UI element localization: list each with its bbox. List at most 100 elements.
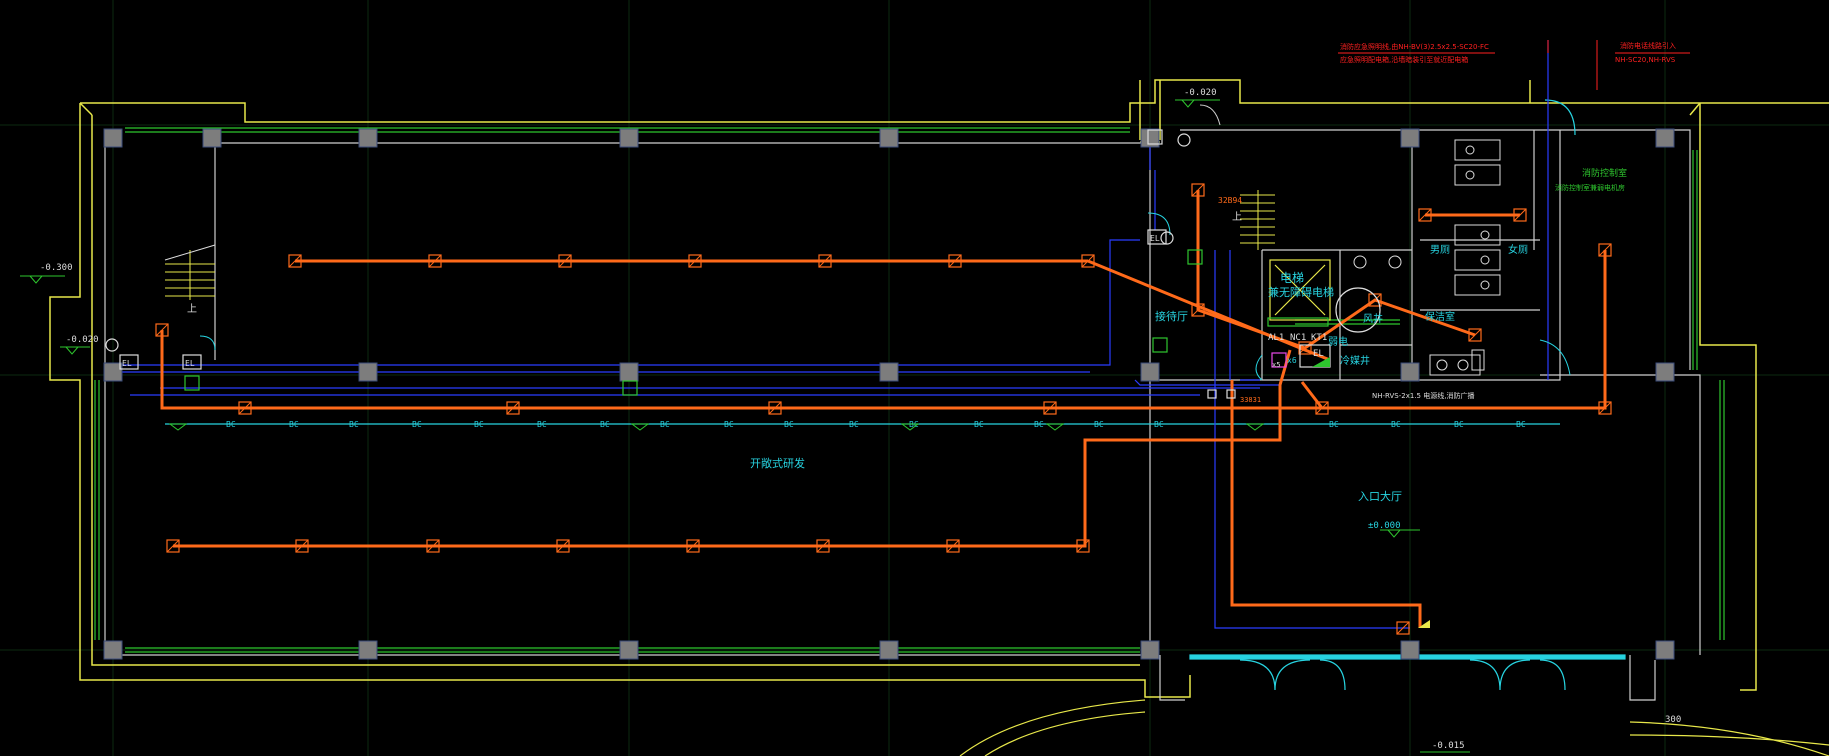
wind-well-label: 风井 xyxy=(1363,312,1383,325)
sensor-marker xyxy=(900,423,920,431)
orange-note-1: 32B94 xyxy=(1218,196,1242,205)
bc-fixture-label: BC xyxy=(784,420,794,429)
emergency-light-fixture xyxy=(1368,293,1382,307)
emergency-light-fixture xyxy=(1298,341,1312,355)
fire-control-label-1: 消防控制室 xyxy=(1582,167,1627,179)
emergency-light-fixture xyxy=(1513,208,1527,222)
emergency-light-fixture xyxy=(1191,303,1205,317)
structural-column xyxy=(103,640,123,660)
red-note-1: 消防应急照明线,由NH-BV(3)2.5x2.5-SC20-FC xyxy=(1340,42,1489,51)
structural-column xyxy=(1140,128,1160,148)
structural-column xyxy=(358,128,378,148)
emergency-light-fixture xyxy=(558,254,572,268)
emergency-light-fixture xyxy=(155,323,169,337)
panel-al1-label: AL1 xyxy=(1268,333,1284,343)
elevation-m020-top: -0.020 xyxy=(1184,88,1217,98)
bc-fixture-label: BC xyxy=(412,420,422,429)
reception-label: 接待厅 xyxy=(1155,309,1188,323)
bc-fixture-label: BC xyxy=(349,420,359,429)
ec-tag-right: EL xyxy=(1150,234,1160,243)
bc-fixture-label: BC xyxy=(537,420,547,429)
panel-nc1-label: NC1 xyxy=(1290,333,1306,343)
sensor-marker xyxy=(1245,423,1265,431)
sensor-marker xyxy=(630,423,650,431)
emergency-light-fixture xyxy=(686,539,700,553)
ec-tag-left-2: EL xyxy=(185,359,195,368)
red-note-2: 应急照明配电箱,沿墙暗装引至就近配电箱 xyxy=(1340,55,1468,64)
elevation-m020-left: -0.020 xyxy=(66,335,99,345)
elevation-000: ±0.000 xyxy=(1368,521,1401,531)
emergency-light-group xyxy=(155,183,1612,635)
x5-tag: x5 xyxy=(1272,361,1280,369)
elevation-m015: -0.015 xyxy=(1432,741,1465,751)
x6-tag: x6 xyxy=(1287,356,1297,365)
note-underlines xyxy=(1338,40,1690,90)
bc-fixture-label: BC xyxy=(724,420,734,429)
emergency-light-fixture xyxy=(948,254,962,268)
emergency-circuits xyxy=(160,190,1607,628)
emergency-light-fixture xyxy=(238,401,252,415)
stair-up-label-right: 上 xyxy=(1232,211,1242,223)
structural-column xyxy=(879,640,899,660)
orange-note-2: 33831 xyxy=(1240,396,1261,404)
structural-column xyxy=(619,640,639,660)
stair-up-label-left: 上 xyxy=(187,303,197,315)
bc-fixture-label: BC xyxy=(1094,420,1104,429)
emergency-light-fixture xyxy=(946,539,960,553)
emergency-light-fixture xyxy=(1076,539,1090,553)
emergency-light-fixture xyxy=(1043,401,1057,415)
fire-control-label-2: 消防控制室兼弱电机房 xyxy=(1555,183,1625,192)
structural-column xyxy=(103,362,123,382)
structural-column xyxy=(202,128,222,148)
elevation-markers xyxy=(20,99,1470,753)
emergency-light-fixture xyxy=(1081,254,1095,268)
toilet-stalls xyxy=(1353,139,1501,376)
window-lines xyxy=(94,127,1725,653)
womens-wc-label: 女厕 xyxy=(1508,243,1528,256)
panel-el-label: EL xyxy=(1313,349,1324,359)
structural-column xyxy=(1400,128,1420,148)
structural-column xyxy=(1655,128,1675,148)
structural-column xyxy=(103,128,123,148)
sensor-marker xyxy=(1045,423,1065,431)
cold-well-label: 冷媒井 xyxy=(1340,354,1370,367)
elevator-label-1: 电梯 xyxy=(1280,271,1304,285)
bc-fixture-label: BC xyxy=(1154,420,1164,429)
structural-column xyxy=(358,362,378,382)
emergency-light-fixture xyxy=(768,401,782,415)
emergency-light-fixture xyxy=(1598,401,1612,415)
canopy-arcs xyxy=(959,699,1829,756)
dimension-300: 300 xyxy=(1665,715,1681,725)
stair-left xyxy=(164,244,216,300)
structural-column xyxy=(1655,362,1675,382)
stair-right xyxy=(1240,190,1275,250)
red-note-4: NH-SC20,NH-RVS xyxy=(1615,56,1676,64)
emergency-light-fixture xyxy=(818,254,832,268)
bc-fixture-label: BC xyxy=(226,420,236,429)
bc-fixture-label: BC xyxy=(849,420,859,429)
emergency-light-fixture xyxy=(506,401,520,415)
panel-symbols xyxy=(105,129,1430,628)
bc-fixture-label: BC xyxy=(1034,420,1044,429)
bc-fixture-label: BC xyxy=(974,420,984,429)
emergency-light-fixture xyxy=(426,539,440,553)
elevator-label-2: 兼无障碍电梯 xyxy=(1268,285,1334,299)
emergency-light-fixture xyxy=(166,539,180,553)
bc-fixture-label: BC xyxy=(1329,420,1339,429)
red-note-3: 消防电话线路引入 xyxy=(1620,41,1676,50)
panel-kt1-label: KT1 xyxy=(1311,333,1327,343)
structural-column xyxy=(1140,362,1160,382)
emergency-light-fixture xyxy=(1468,328,1482,342)
emergency-light-fixture xyxy=(816,539,830,553)
structural-column xyxy=(879,362,899,382)
emergency-light-fixture xyxy=(1315,401,1329,415)
cleaning-room-label: 保洁室 xyxy=(1425,310,1455,323)
doors xyxy=(199,104,1571,381)
structural-column xyxy=(1400,362,1420,382)
bc-fixture-label: BC xyxy=(1516,420,1526,429)
signal-lines xyxy=(118,40,1549,629)
emergency-light-fixture xyxy=(295,539,309,553)
